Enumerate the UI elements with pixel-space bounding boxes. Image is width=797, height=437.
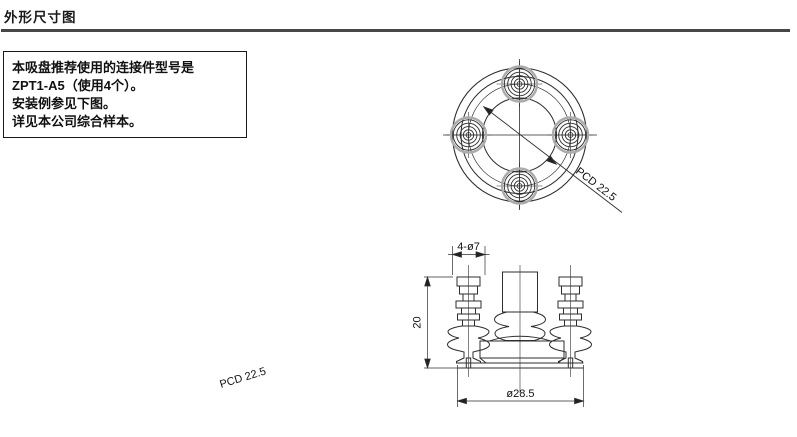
dim-width-label: 4-ø7 (457, 241, 480, 253)
recommendation-note-box: 本吸盘推荐使用的连接件型号是 ZPT1-A5（使用4个）。 安装例参见下图。 详… (3, 51, 247, 138)
note-line-2: ZPT1-A5（使用4个）。 (12, 78, 144, 93)
note-line-3: 安装例参见下图。 (12, 96, 117, 111)
dim-height-label: 20 (412, 316, 424, 328)
note-model-code: ZPT1-A5 (12, 78, 65, 93)
side-view: 4-ø7 20 ø28.5 (412, 241, 592, 407)
dim-d28-5: ø28.5 (457, 365, 584, 407)
dim-20: 20 (412, 276, 458, 369)
stray-pcd-label: PCD 22.5 (218, 365, 267, 390)
dim-4-d7: 4-ø7 (448, 241, 490, 275)
top-view: PCD 22.5 (443, 59, 623, 213)
note-line-1: 本吸盘推荐使用的连接件型号是 (12, 60, 195, 75)
note-line-4: 详见本公司综合样本。 (12, 114, 143, 129)
dim-diameter-label: ø28.5 (506, 388, 534, 400)
note-qty: 4 (103, 78, 111, 93)
pcd-dimension-label: PCD 22.5 (573, 165, 618, 204)
page-title: 外形尺寸图 (4, 10, 77, 25)
title-underline (1, 29, 790, 32)
